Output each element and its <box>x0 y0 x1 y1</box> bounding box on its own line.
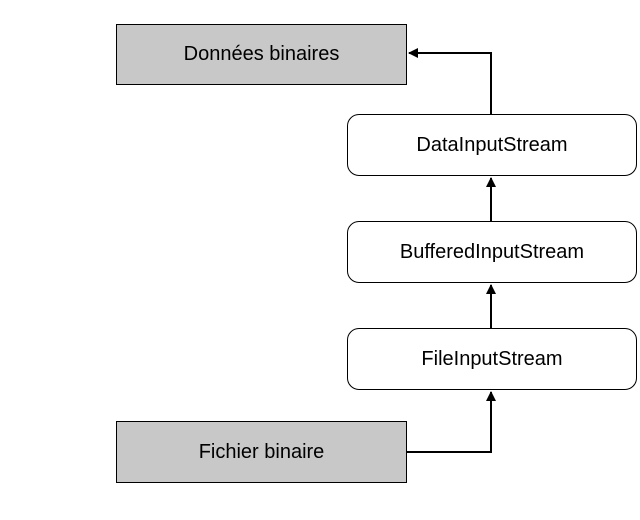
buffered-input-stream-label: BufferedInputStream <box>399 240 585 263</box>
data-input-stream-box: DataInputStream <box>347 114 637 176</box>
edge-datainput-to-donnees <box>408 48 492 114</box>
buffered-input-stream-box: BufferedInputStream <box>347 221 637 283</box>
donnees-binaires-label: Données binaires <box>183 43 340 65</box>
data-input-stream-label: DataInputStream <box>416 133 568 156</box>
donnees-binaires-box: Données binaires <box>116 24 407 85</box>
fichier-binaire-label: Fichier binaire <box>198 440 325 463</box>
file-input-stream-box: FileInputStream <box>347 328 637 390</box>
edge-fichier-to-fileinput <box>407 391 496 453</box>
file-input-stream-label: FileInputStream <box>421 347 563 370</box>
fichier-binaire-box: Fichier binaire <box>116 421 407 483</box>
